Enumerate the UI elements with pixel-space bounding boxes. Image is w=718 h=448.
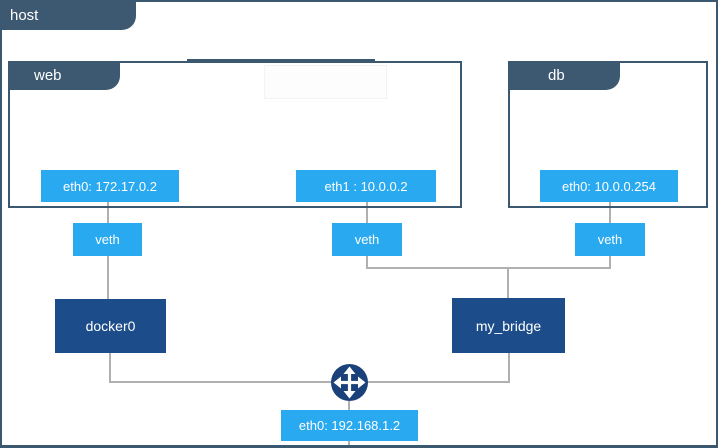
host-tab: host bbox=[0, 0, 136, 30]
web-box-top-accent bbox=[187, 59, 375, 63]
connector-my-bridge-to-router bbox=[367, 381, 510, 383]
interface-chip-web-eth1: eth1 : 10.0.0.2 bbox=[296, 170, 436, 202]
veth-chip-1: veth bbox=[73, 223, 142, 256]
connector-web-eth1-to-veth2 bbox=[366, 202, 368, 223]
bridge-docker0: docker0 bbox=[55, 299, 166, 353]
connector-my-bridge-down bbox=[508, 353, 510, 383]
router-icon bbox=[331, 364, 368, 401]
connector-db-eth0-to-veth3 bbox=[609, 202, 611, 223]
container-db-label: db bbox=[548, 67, 565, 84]
connector-web-eth0-to-veth1 bbox=[107, 202, 109, 223]
connector-join-to-my-bridge bbox=[507, 269, 509, 298]
veth-chip-3: veth bbox=[575, 223, 645, 256]
veth-chip-2: veth bbox=[332, 223, 402, 256]
bridge-my-bridge: my_bridge bbox=[452, 298, 565, 353]
connector-host-eth0-to-border bbox=[348, 441, 350, 446]
interface-chip-db-eth0: eth0: 10.0.0.254 bbox=[540, 170, 678, 202]
four-way-arrows-icon bbox=[331, 364, 368, 401]
connector-veth3-down bbox=[609, 256, 611, 269]
web-box-ghost-panel bbox=[264, 65, 387, 99]
connector-veth2-down bbox=[366, 256, 368, 269]
connector-docker0-down bbox=[109, 353, 111, 383]
connector-veth-join-horizontal bbox=[366, 267, 611, 269]
connector-veth1-to-docker0 bbox=[107, 256, 109, 299]
connector-docker0-to-router bbox=[109, 381, 332, 383]
interface-chip-web-eth0: eth0: 172.17.0.2 bbox=[41, 170, 179, 202]
container-web-label: web bbox=[34, 67, 62, 84]
connector-router-to-host-eth0 bbox=[348, 401, 350, 410]
host-label: host bbox=[10, 6, 39, 24]
container-db-tab: db bbox=[508, 61, 620, 90]
container-web-tab: web bbox=[8, 61, 120, 90]
interface-chip-host-eth0: eth0: 192.168.1.2 bbox=[281, 410, 418, 441]
